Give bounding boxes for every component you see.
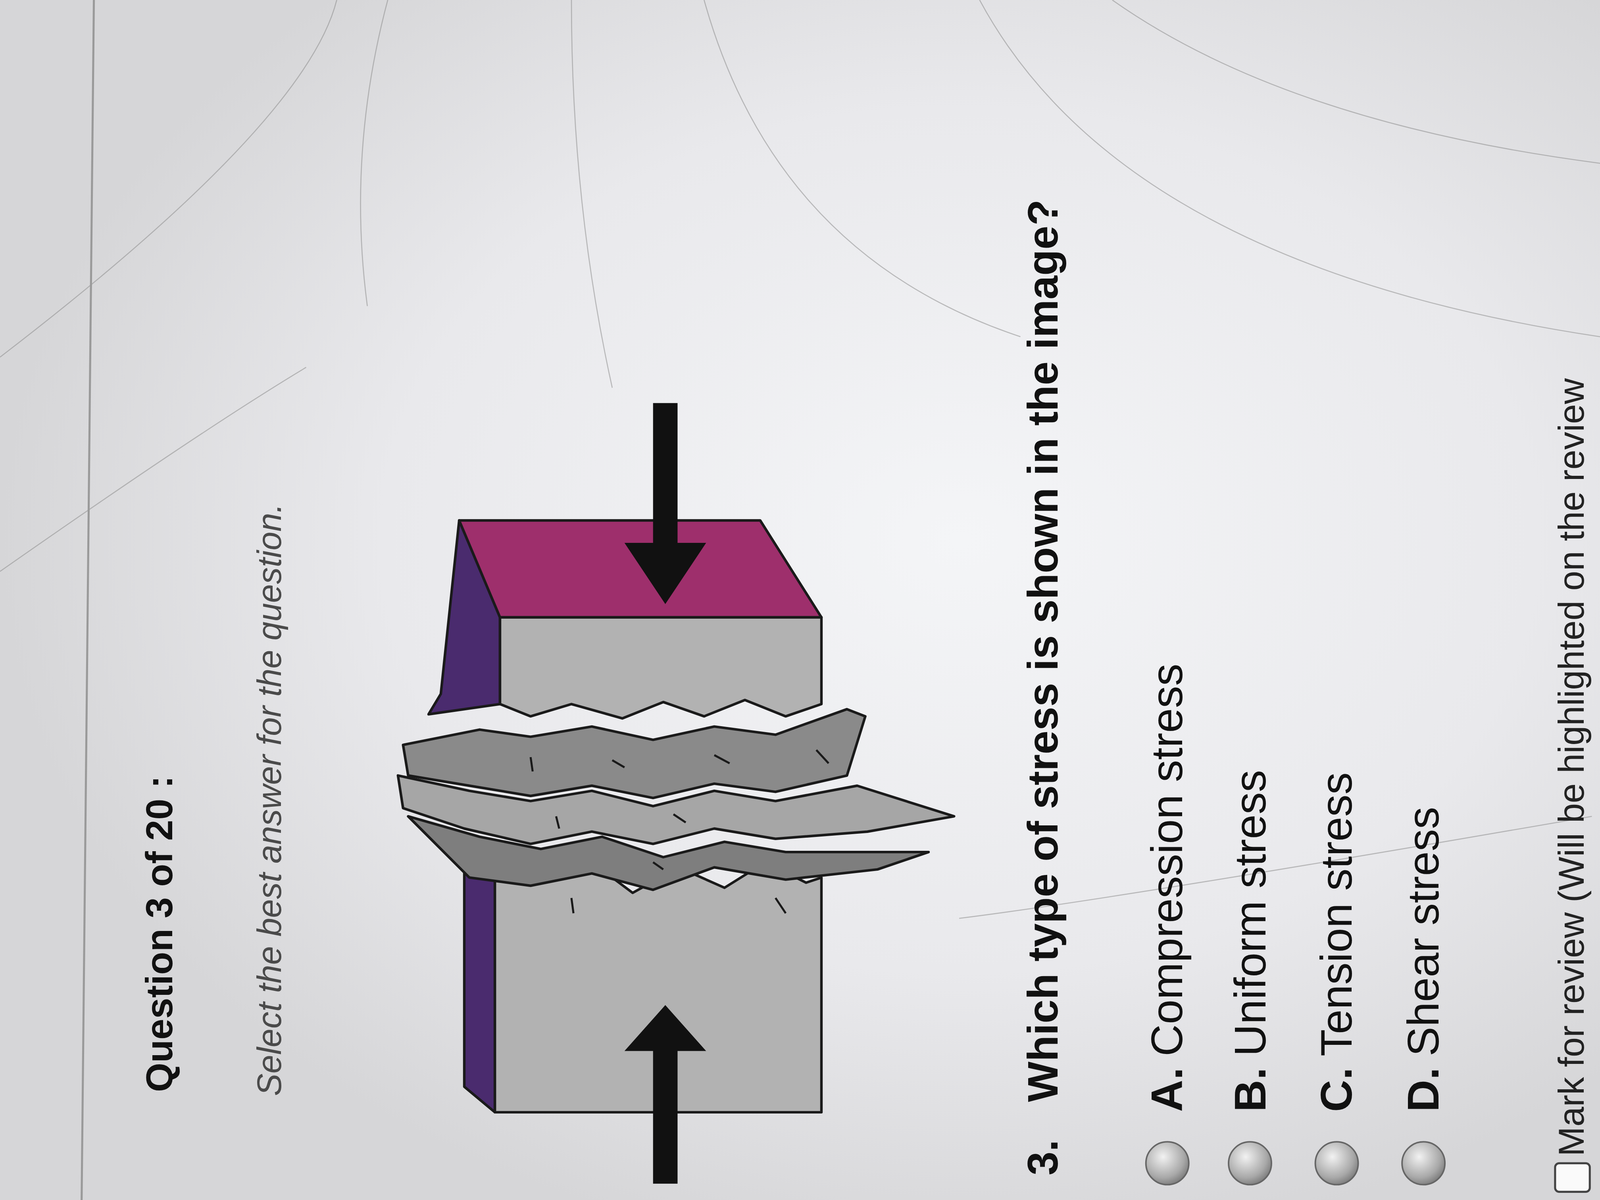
arrow-head — [624, 542, 707, 604]
question-counter: Question 3 of 20 : — [136, 775, 182, 1093]
block-side — [464, 846, 495, 1113]
review-checkbox-label: Mark for review (Will be highlighted on … — [1550, 378, 1593, 1157]
arrow-head — [624, 1005, 707, 1052]
divider-line — [81, 0, 95, 1200]
radio-button — [1401, 1141, 1445, 1185]
crease-marks — [530, 750, 829, 914]
radio-button — [1228, 1141, 1272, 1185]
option-letter: A. — [1140, 1067, 1194, 1112]
option-text: Uniform stress — [1223, 769, 1277, 1057]
radio-buttons — [1146, 1141, 1445, 1185]
option-text: Tension stress — [1309, 772, 1364, 1057]
radio-button — [1146, 1141, 1189, 1185]
arrow-shaft — [653, 403, 678, 547]
question-text: Which type of stress is shown in the ima… — [1017, 199, 1069, 1102]
option-letter: B. — [1223, 1067, 1277, 1112]
option-text: Shear stress — [1396, 806, 1450, 1057]
arrow-shaft — [653, 1048, 678, 1184]
review-checkbox — [1555, 1163, 1590, 1192]
instruction-text: Select the best answer for the question. — [249, 503, 290, 1097]
option-text: Compression stress — [1140, 663, 1194, 1057]
question-number: 3. — [1017, 1139, 1069, 1176]
option-letter: D. — [1396, 1067, 1450, 1112]
force-arrows — [624, 403, 707, 1184]
stress-illustration — [398, 520, 954, 1112]
option-letter: C. — [1309, 1067, 1364, 1112]
block-top — [459, 520, 822, 618]
block-front — [500, 617, 822, 719]
radio-button — [1315, 1141, 1359, 1185]
crumpled-layer — [403, 709, 866, 799]
